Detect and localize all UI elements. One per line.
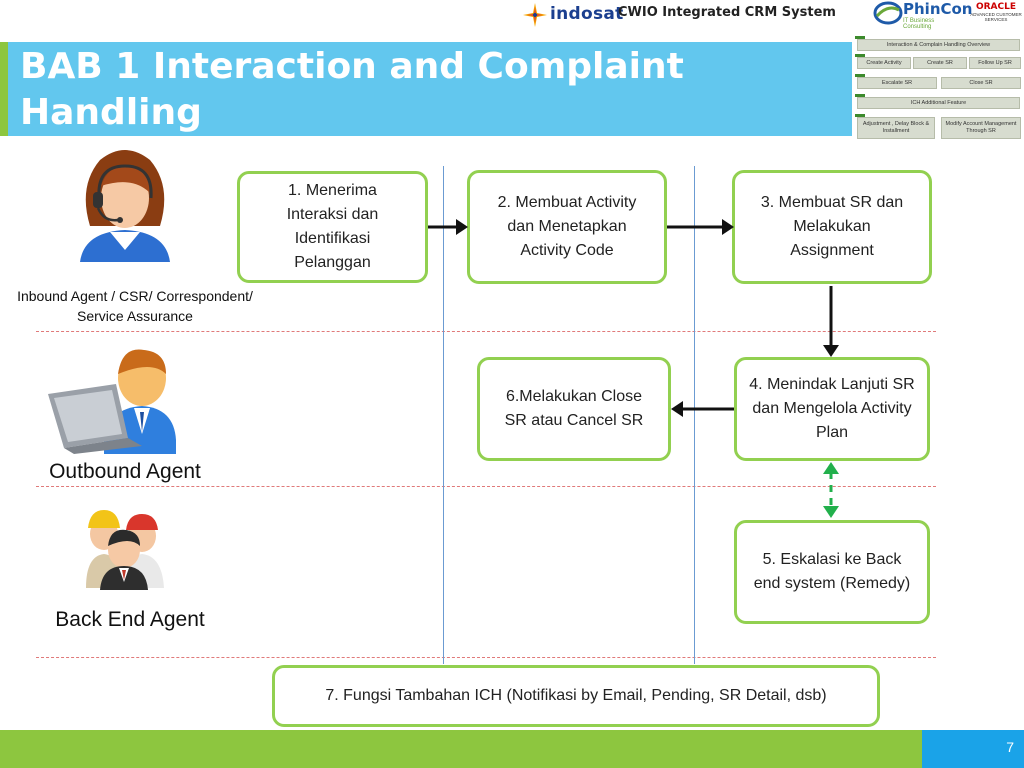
phincon-logo: PhinCon IT Business Consulting: [873, 0, 973, 30]
step-2-label: 2. Membuat Activity dan Menetapkan Activ…: [497, 194, 637, 259]
step-3-label: 3. Membuat SR dan Melakukan Assignment: [760, 194, 904, 259]
engineers-group-icon: [86, 510, 164, 590]
thumb-modify-account[interactable]: Modify Account Management Through SR: [941, 117, 1021, 139]
page-title-line1: BAB 1 Interaction and Complaint Handling: [20, 46, 684, 133]
step-4-label: 4. Menindak Lanjuti SR dan Mengelola Act…: [749, 376, 915, 441]
phincon-logo-text: PhinCon: [903, 0, 973, 18]
page-number: 7: [1006, 739, 1014, 755]
lane-divider: [36, 331, 936, 332]
thumb-create-activity[interactable]: Create Activity: [857, 57, 911, 69]
step-2-box[interactable]: 2. Membuat Activity dan Menetapkan Activ…: [467, 170, 667, 284]
oracle-tagline: ADVANCED CUSTOMER SERVICES: [970, 12, 1022, 22]
thumb-additional-feature[interactable]: ICH Additional Feature: [857, 97, 1020, 109]
step-7-label: 7. Fungsi Tambahan ICH (Notifikasi by Em…: [325, 687, 827, 704]
arrowhead-3-to-4: [823, 345, 839, 357]
thumb-adjustment[interactable]: Adjustment , Delay Block & Installment: [857, 117, 935, 139]
indosat-star-icon: [523, 3, 547, 27]
role-inbound-label: Inbound Agent / CSR/ Correspondent/ Serv…: [17, 288, 253, 324]
step-5-box[interactable]: 5. Eskalasi ke Back end system (Remedy): [734, 520, 930, 624]
column-divider: [443, 166, 444, 664]
thumb-follow-up-sr[interactable]: Follow Up SR: [969, 57, 1021, 69]
arrowhead-4-to-6: [671, 401, 683, 417]
laptop-user-icon: [48, 349, 176, 454]
call-center-agent-icon: [80, 150, 170, 262]
thumb-tag: [855, 114, 865, 117]
thumb-tag: [855, 94, 865, 97]
step-3-box[interactable]: 3. Membuat SR dan Melakukan Assignment: [732, 170, 932, 284]
escalation-arrowhead-up: [823, 462, 839, 474]
lane-divider: [36, 657, 936, 658]
footer-page-block: [922, 730, 1024, 768]
thumb-create-sr[interactable]: Create SR: [913, 57, 967, 69]
role-outbound-label: Outbound Agent: [49, 460, 201, 483]
arrowhead-2-to-3: [722, 219, 734, 235]
step-1-box[interactable]: 1. Menerima Interaksi dan Identifikasi P…: [237, 171, 428, 283]
column-divider: [694, 166, 695, 664]
step-7-box[interactable]: 7. Fungsi Tambahan ICH (Notifikasi by Em…: [272, 665, 880, 727]
step-6-label: 6.Melakukan Close SR atau Cancel SR: [504, 388, 644, 429]
oracle-logo: ORACLE ADVANCED CUSTOMER SERVICES: [968, 2, 1024, 28]
title-accent: [0, 42, 8, 136]
thumb-close-sr[interactable]: Close SR: [941, 77, 1021, 89]
thumb-tag: [855, 36, 865, 39]
thumb-overview[interactable]: Interaction & Complain Handling Overview: [857, 39, 1020, 51]
title-bar: [0, 42, 852, 136]
indosat-logo: indosat: [522, 2, 623, 28]
footer-bar: [0, 730, 922, 768]
indosat-logo-text: indosat: [550, 4, 624, 24]
phincon-swirl-icon: [873, 1, 903, 25]
role-backend-label: Back End Agent: [55, 608, 205, 631]
step-4-box[interactable]: 4. Menindak Lanjuti SR dan Mengelola Act…: [734, 357, 930, 461]
arrowhead-1-to-2: [456, 219, 468, 235]
system-title: CWIO Integrated CRM System: [618, 5, 836, 20]
oracle-logo-text: ORACLE: [975, 2, 1017, 12]
thumb-escalate-sr[interactable]: Escalate SR: [857, 77, 937, 89]
thumb-tag: [855, 74, 865, 77]
step-1-label: 1. Menerima Interaksi dan Identifikasi P…: [286, 182, 379, 271]
step-5-label: 5. Eskalasi ke Back end system (Remedy): [753, 551, 911, 592]
phincon-tagline: IT Business Consulting: [903, 18, 935, 30]
process-map-thumbnail[interactable]: Interaction & Complain Handling Overview…: [855, 36, 1023, 142]
escalation-arrowhead-down: [823, 506, 839, 518]
step-6-box[interactable]: 6.Melakukan Close SR atau Cancel SR: [477, 357, 671, 461]
lane-divider: [36, 486, 936, 487]
thumb-tag: [855, 54, 865, 57]
